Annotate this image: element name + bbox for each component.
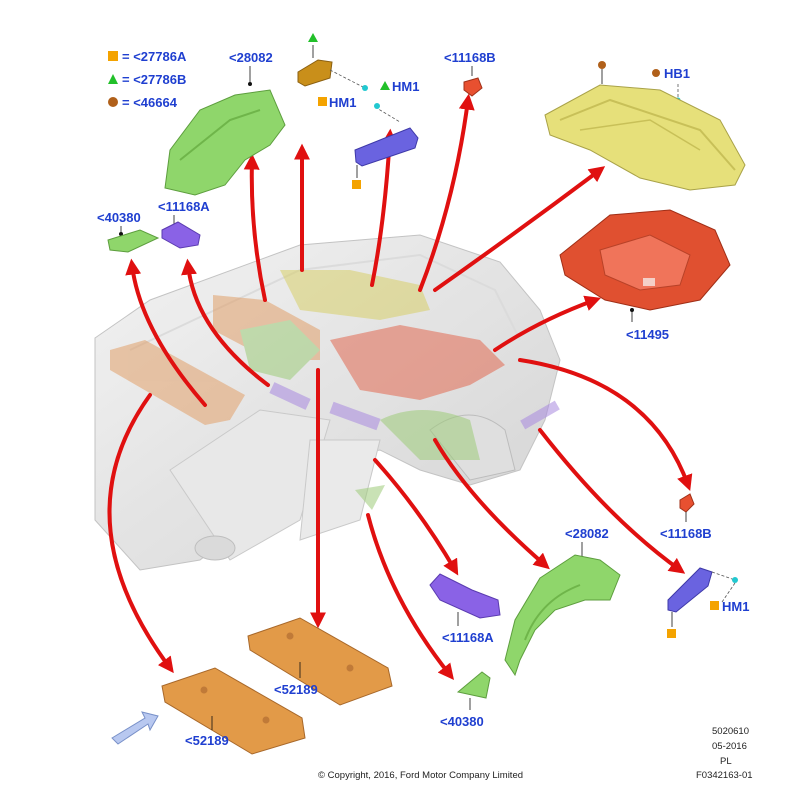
- arrow-to-bottom-11168A: [373, 458, 459, 576]
- label-11495: <11495: [626, 327, 669, 342]
- leader-arrows: [107, 93, 693, 680]
- label-hm1-top-right: HM1: [392, 79, 419, 94]
- legend-triangle-text: = <27786B: [122, 72, 186, 87]
- label-hm1-right: HM1: [722, 599, 749, 614]
- part-52189-b: <52189: [247, 617, 393, 706]
- vehicle-body-ghost: [94, 234, 561, 571]
- label-11168B-right: <11168B: [660, 526, 712, 541]
- label-40380-left: <40380: [97, 210, 141, 225]
- label-28082-top: <28082: [229, 50, 273, 65]
- label-11168B-top: <11168B: [444, 50, 496, 65]
- label-52189-a: <52189: [185, 733, 229, 748]
- arrow-to-top-11168B: [418, 93, 475, 292]
- footer-lang: PL: [720, 756, 732, 767]
- arrow-to-top-28082: [243, 153, 267, 302]
- arrow-to-bottom-40380: [366, 513, 454, 680]
- part-28082-bottom: <28082: [504, 526, 621, 677]
- arrow-to-bottom-28082: [433, 438, 550, 570]
- part-11168B-right: <11168B: [660, 493, 712, 541]
- direction-arrow-icon: [111, 711, 159, 745]
- label-11168A-left: <11168A: [158, 199, 210, 214]
- arrow-to-52189-a: [107, 393, 174, 674]
- part-11168B-top: <11168B: [444, 50, 496, 97]
- part-11495-liner: <11495: [559, 209, 731, 342]
- part-hb1-panel: HB1: [544, 61, 746, 191]
- part-28082-top: <28082: [164, 50, 286, 196]
- part-bracket-top: HM1 HM1: [297, 33, 419, 123]
- footer-date: 05-2016: [712, 741, 747, 752]
- label-40380-bottom: <40380: [440, 714, 484, 729]
- label-hb1: HB1: [664, 66, 690, 81]
- footer: © Copyright, 2016, Ford Motor Company Li…: [318, 726, 753, 781]
- square-marker-icon: [108, 51, 118, 61]
- part-deflector-right: HM1: [667, 567, 749, 638]
- part-40380-left: <40380: [97, 210, 160, 253]
- circle-marker-icon: [108, 97, 118, 107]
- part-40380-bottom: <40380: [440, 671, 491, 729]
- footer-code: 5020610: [712, 726, 749, 737]
- part-11168A-bottom: <11168A: [429, 573, 501, 645]
- label-hm1-top-left: HM1: [329, 95, 356, 110]
- label-52189-b: <52189: [274, 682, 318, 697]
- part-deflector-top: [352, 127, 419, 189]
- part-52189-a: <52189: [161, 667, 306, 755]
- arrow-to-11495: [493, 295, 602, 352]
- legend-circle-text: = <46664: [122, 95, 178, 110]
- part-11168A-left: <11168A: [158, 199, 210, 249]
- label-11168A-bottom: <11168A: [442, 630, 494, 645]
- legend: = <27786A = <27786B = <46664: [108, 49, 187, 110]
- arrow-to-right-11168B: [518, 358, 693, 492]
- arrow-to-hb1-panel: [433, 166, 606, 292]
- arrow-to-right-deflector: [538, 428, 686, 574]
- legend-square-text: = <27786A: [122, 49, 187, 64]
- copyright-text: © Copyright, 2016, Ford Motor Company Li…: [318, 770, 523, 781]
- in-vehicle-parts-ghost: [110, 270, 560, 510]
- label-28082-bottom: <28082: [565, 526, 609, 541]
- arrow-to-left-40380: [125, 258, 207, 407]
- triangle-marker-icon: [108, 74, 118, 84]
- arrow-to-left-11168A: [181, 258, 270, 387]
- footer-figure-id: F0342163-01: [696, 770, 753, 781]
